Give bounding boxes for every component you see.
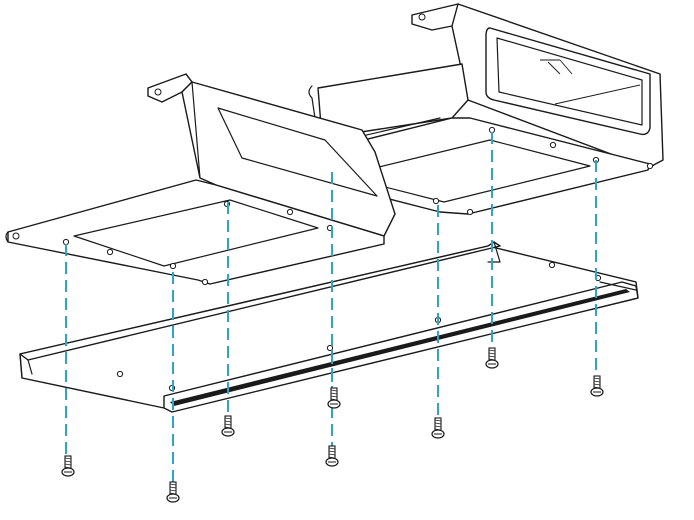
mounting-rail <box>19 241 639 413</box>
mounting-bracket-left <box>5 73 396 286</box>
screw <box>485 347 499 369</box>
screw <box>327 387 341 409</box>
screw <box>431 417 445 439</box>
alignment-guides <box>65 132 597 486</box>
screw <box>166 481 180 503</box>
screw <box>325 445 339 467</box>
screw <box>221 415 235 437</box>
screw <box>590 375 604 397</box>
screw <box>61 455 75 477</box>
screw-set <box>61 347 604 503</box>
